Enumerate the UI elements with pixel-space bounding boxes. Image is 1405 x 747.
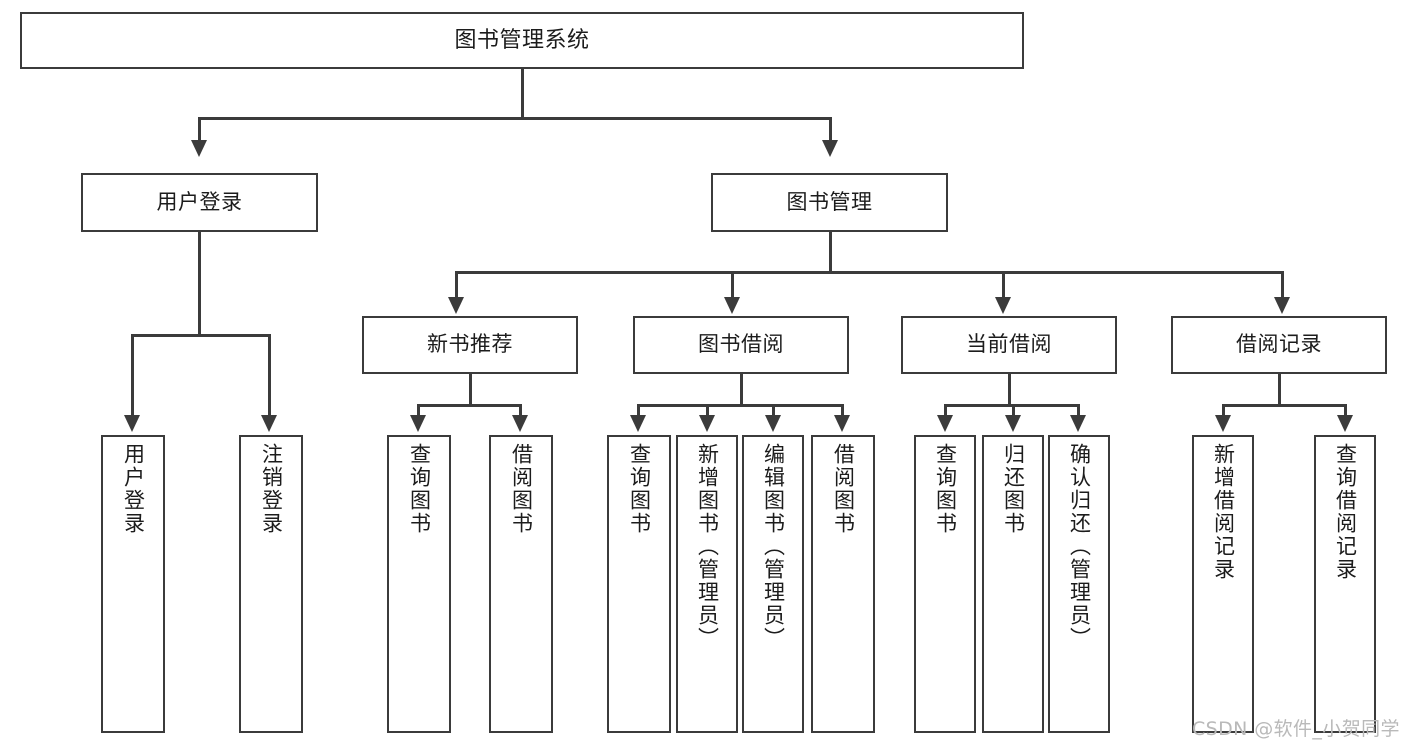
- arrow-user-login-to-leaf-1: [124, 415, 140, 432]
- connector-book-borrow-bar: [637, 404, 843, 407]
- leaf-label: 查询图书: [627, 443, 652, 535]
- node-new-book-rec[interactable]: 新书推荐: [362, 316, 578, 374]
- leaf-node-borrow-book-2[interactable]: 借阅图书: [811, 435, 875, 733]
- node-label: 当前借阅: [966, 332, 1052, 357]
- arrow-user-login-to-leaf-2: [261, 415, 277, 432]
- connector-current-borrow-stem: [1008, 374, 1011, 406]
- leaf-node-edit-book[interactable]: 编辑图书（管理员）: [742, 435, 804, 733]
- connector-book-manage-to-book-borrow: [731, 271, 734, 298]
- arrow-book-borrow-to-leaf-2: [699, 415, 715, 432]
- connector-new-book-rec-stem: [469, 374, 472, 406]
- node-book-manage[interactable]: 图书管理: [711, 173, 948, 232]
- arrow-book-borrow-to-leaf-4: [834, 415, 850, 432]
- arrow-book-manage-to-new-book-rec: [448, 297, 464, 314]
- connector-borrow-record-to-leaf-2: [1344, 404, 1347, 416]
- leaf-label: 新增借阅记录: [1211, 443, 1236, 581]
- leaf-node-query-book-3[interactable]: 查询图书: [914, 435, 976, 733]
- node-label: 图书管理系统: [454, 27, 590, 53]
- leaf-label: 用户登录: [121, 443, 146, 535]
- connector-book-borrow-stem: [740, 374, 743, 406]
- connector-book-manage-stem: [829, 232, 832, 273]
- arrow-book-manage-to-book-borrow: [724, 297, 740, 314]
- arrow-current-borrow-to-leaf-1: [937, 415, 953, 432]
- leaf-node-return-book[interactable]: 归还图书: [982, 435, 1044, 733]
- leaf-node-confirm-return[interactable]: 确认归还（管理员）: [1048, 435, 1110, 733]
- node-root-system[interactable]: 图书管理系统: [20, 12, 1024, 69]
- connector-borrow-record-to-leaf-1: [1222, 404, 1225, 416]
- arrow-root-to-user-login: [191, 140, 207, 157]
- leaf-label: 借阅图书: [509, 443, 534, 535]
- connector-user-login-stem: [198, 232, 201, 336]
- node-label: 图书借阅: [698, 332, 784, 357]
- leaf-label: 确认归还（管理员）: [1067, 443, 1092, 650]
- node-label: 新书推荐: [427, 332, 513, 357]
- connector-current-borrow-bar: [944, 404, 1079, 407]
- arrow-new-book-rec-to-leaf-1: [410, 415, 426, 432]
- connector-root-to-book-manage: [829, 117, 832, 141]
- node-current-borrow[interactable]: 当前借阅: [901, 316, 1117, 374]
- arrow-book-borrow-to-leaf-3: [765, 415, 781, 432]
- arrow-borrow-record-to-leaf-1: [1215, 415, 1231, 432]
- leaf-label: 查询图书: [407, 443, 432, 535]
- arrow-new-book-rec-to-leaf-2: [512, 415, 528, 432]
- node-borrow-record[interactable]: 借阅记录: [1171, 316, 1387, 374]
- connector-borrow-record-stem: [1278, 374, 1281, 406]
- connector-user-login-bar: [131, 334, 268, 337]
- connector-book-borrow-to-leaf-1: [637, 404, 640, 416]
- leaf-node-query-record[interactable]: 查询借阅记录: [1314, 435, 1376, 733]
- arrow-book-manage-to-current-borrow: [995, 297, 1011, 314]
- arrow-book-borrow-to-leaf-1: [630, 415, 646, 432]
- connector-new-book-rec-to-leaf-1: [417, 404, 420, 416]
- connector-book-borrow-to-leaf-4: [841, 404, 844, 416]
- leaf-label: 注销登录: [259, 443, 284, 535]
- arrow-current-borrow-to-leaf-3: [1070, 415, 1086, 432]
- node-label: 借阅记录: [1236, 332, 1322, 357]
- connector-book-manage-to-borrow-record: [1281, 271, 1284, 298]
- leaf-node-add-book[interactable]: 新增图书（管理员）: [676, 435, 738, 733]
- connector-book-manage-to-current-borrow: [1002, 271, 1005, 298]
- node-book-borrow[interactable]: 图书借阅: [633, 316, 849, 374]
- connector-root-stem: [521, 69, 524, 119]
- leaf-label: 借阅图书: [831, 443, 856, 535]
- connector-book-manage-bar: [455, 271, 1283, 274]
- csdn-watermark: CSDN @软件_小贺同学: [1192, 718, 1400, 740]
- leaf-node-query-book-2[interactable]: 查询图书: [607, 435, 671, 733]
- connector-root-to-user-login: [198, 117, 201, 141]
- connector-user-login-to-leaf-2: [268, 334, 271, 416]
- connector-current-borrow-to-leaf-3: [1077, 404, 1080, 416]
- leaf-label: 查询图书: [933, 443, 958, 535]
- node-label: 用户登录: [156, 189, 243, 214]
- connector-book-borrow-to-leaf-2: [706, 404, 709, 416]
- connector-current-borrow-to-leaf-2: [1012, 404, 1015, 416]
- connector-borrow-record-bar: [1222, 404, 1346, 407]
- leaf-label: 查询借阅记录: [1333, 443, 1358, 581]
- leaf-node-logout[interactable]: 注销登录: [239, 435, 303, 733]
- arrow-current-borrow-to-leaf-2: [1005, 415, 1021, 432]
- arrow-root-to-book-manage: [822, 140, 838, 157]
- arrow-borrow-record-to-leaf-2: [1337, 415, 1353, 432]
- connector-user-login-to-leaf-1: [131, 334, 134, 416]
- arrow-book-manage-to-borrow-record: [1274, 297, 1290, 314]
- node-user-login[interactable]: 用户登录: [81, 173, 318, 232]
- connector-book-manage-to-new-book-rec: [455, 271, 458, 298]
- connector-root-bar: [198, 117, 832, 120]
- connector-new-book-rec-bar: [417, 404, 521, 407]
- connector-current-borrow-to-leaf-1: [944, 404, 947, 416]
- connector-new-book-rec-to-leaf-2: [519, 404, 522, 416]
- connector-book-borrow-to-leaf-3: [772, 404, 775, 416]
- leaf-node-user-login[interactable]: 用户登录: [101, 435, 165, 733]
- leaf-label: 新增图书（管理员）: [695, 443, 720, 650]
- leaf-node-borrow-book-1[interactable]: 借阅图书: [489, 435, 553, 733]
- leaf-label: 归还图书: [1001, 443, 1026, 535]
- node-label: 图书管理: [786, 189, 873, 214]
- leaf-label: 编辑图书（管理员）: [761, 443, 786, 650]
- leaf-node-add-record[interactable]: 新增借阅记录: [1192, 435, 1254, 733]
- leaf-node-query-book-1[interactable]: 查询图书: [387, 435, 451, 733]
